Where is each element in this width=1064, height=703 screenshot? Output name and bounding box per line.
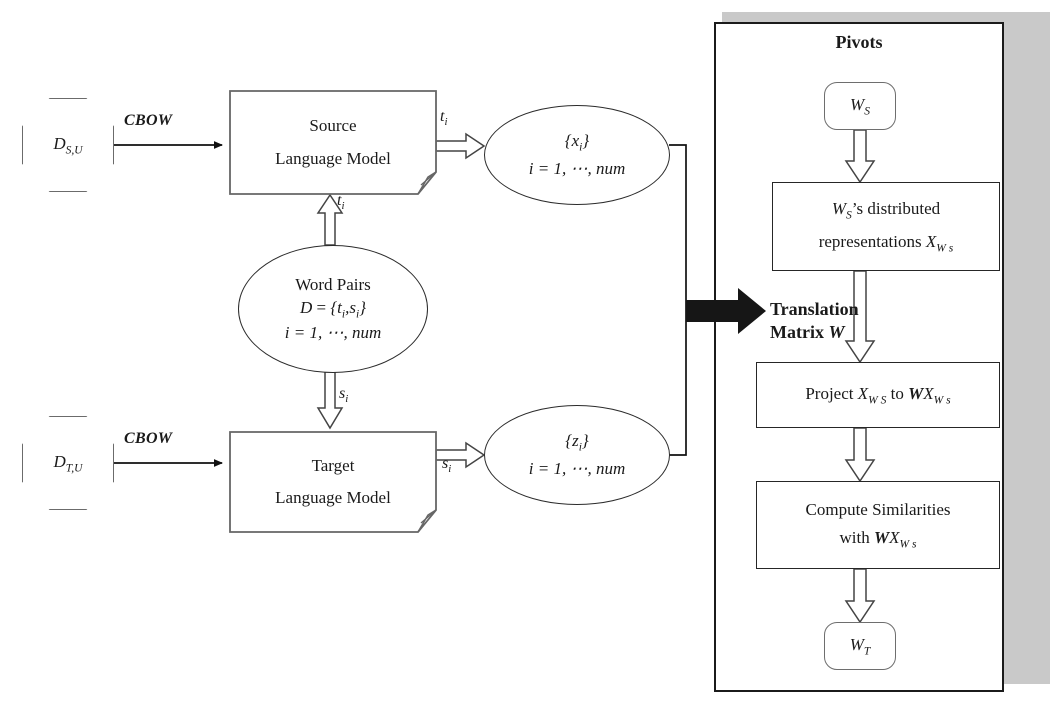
target-corpus-octagon[interactable] — [22, 416, 114, 510]
distributed-line2: representations XW s — [819, 232, 954, 254]
project-line: Project XW S to WXW s — [805, 383, 951, 407]
edge-label-source-out: ti — [440, 108, 448, 129]
word-pairs-line3: i = 1, ⋯, num — [284, 323, 382, 343]
edge-label-pairs-to-source: ti — [337, 192, 345, 213]
edge-distributed-to-project — [844, 270, 876, 364]
target-corpus-main: D — [53, 451, 66, 471]
target-vectors-set: {zi} — [565, 430, 589, 454]
source-corpus-main: D — [53, 133, 66, 153]
target-corpus-label: DT,U — [22, 416, 114, 510]
distributed-line1-rest: ’s distributed — [851, 199, 941, 219]
word-pairs-line1: Word Pairs — [295, 274, 371, 294]
project-box[interactable]: Project XW S to WXW s — [756, 362, 1000, 428]
distributed-x: X — [925, 231, 937, 251]
project-from: X — [857, 383, 869, 403]
target-model-line2: Language Model — [275, 488, 391, 507]
target-language-model-shape — [229, 431, 437, 533]
word-pairs-ellipse[interactable]: Word Pairs D = {ti,si} i = 1, ⋯, num — [238, 245, 428, 373]
source-vectors-range: i = 1, ⋯, num — [528, 159, 626, 179]
source-corpus-octagon[interactable] — [22, 98, 114, 192]
distributed-line1: WS’s distributed — [831, 199, 941, 222]
translation-matrix-label: Translation Matrix W — [770, 298, 890, 343]
project-mid: to — [886, 383, 909, 403]
translation-matrix-arrow — [686, 288, 766, 334]
pivot-output-box[interactable]: WT — [824, 622, 896, 670]
source-vectors-set: {xi} — [564, 130, 590, 154]
similarity-line1: Compute Similarities — [805, 499, 951, 519]
compute-similarities-box[interactable]: Compute Similarities with WXW s — [756, 481, 1000, 569]
similarity-line2: with WXW s — [839, 527, 917, 551]
pivot-out-main: W — [849, 634, 864, 654]
project-prefix: Project — [805, 383, 858, 403]
distributed-representations-box[interactable]: WS’s distributed representations XW s — [772, 182, 1000, 271]
edge-vectors-bracket — [669, 144, 687, 456]
source-language-model[interactable]: Source Language Model — [230, 91, 436, 194]
translation-matrix-line1: Translation — [770, 299, 859, 319]
translation-matrix-symbol: W — [828, 321, 845, 342]
translation-matrix-line2-text: Matrix — [770, 321, 829, 342]
project-w: W — [908, 383, 924, 403]
similarity-prefix: with — [839, 527, 874, 547]
pivots-panel-title: Pivots — [835, 32, 883, 52]
source-vectors-ellipse[interactable]: {xi} i = 1, ⋯, num — [484, 105, 670, 205]
edge-similarity-to-wt — [844, 568, 876, 624]
word-pairs-t: t — [337, 297, 342, 317]
project-to: X — [923, 383, 934, 403]
edge-label-target-out: si — [442, 455, 452, 476]
pivot-input-box[interactable]: WS — [824, 82, 896, 130]
source-corpus-sub: S,U — [65, 143, 83, 157]
word-pairs-s: s — [349, 297, 356, 317]
target-language-model[interactable]: Target Language Model — [230, 432, 436, 532]
edge-project-to-similarity — [844, 427, 876, 483]
edge-word-pairs-to-source-model — [316, 193, 344, 246]
target-vectors-range: i = 1, ⋯, num — [528, 459, 626, 479]
edge-ws-to-distributed — [844, 129, 876, 184]
distributed-ws: W — [831, 199, 847, 219]
cbow-label-source: CBOW — [124, 112, 173, 129]
target-vectors-z: z — [572, 430, 579, 450]
word-pairs-lhs: D — [299, 297, 313, 317]
source-model-line1: Source — [309, 116, 357, 136]
distributed-line2-text: representations — [818, 231, 926, 251]
cbow-label-target: CBOW — [124, 430, 173, 447]
pivot-in-sub: S — [864, 104, 870, 118]
source-model-line2: Language Model — [275, 148, 391, 168]
word-pairs-line2: D = {ti,si} — [299, 297, 367, 321]
target-vectors-ellipse[interactable]: {zi} i = 1, ⋯, num — [484, 405, 670, 505]
source-vectors-x: x — [571, 130, 580, 150]
pivot-out-sub: T — [863, 644, 871, 658]
similarity-x: X — [889, 527, 900, 547]
similarity-w: W — [873, 527, 890, 547]
distributed-x-sub: W s — [936, 240, 954, 254]
target-corpus-sub: T,U — [65, 461, 83, 475]
source-corpus-label: DS,U — [22, 98, 114, 192]
edge-label-pairs-to-target: si — [339, 385, 349, 406]
pivot-in-main: W — [850, 94, 865, 114]
edge-source-model-to-x-vectors — [435, 132, 486, 160]
edge-target-model-to-z-vectors — [435, 441, 486, 469]
source-language-model-shape — [229, 90, 437, 195]
edge-word-pairs-to-target-model — [316, 371, 344, 430]
word-pairs-eq: = — [312, 297, 331, 317]
target-model-line1: Target — [311, 455, 355, 475]
